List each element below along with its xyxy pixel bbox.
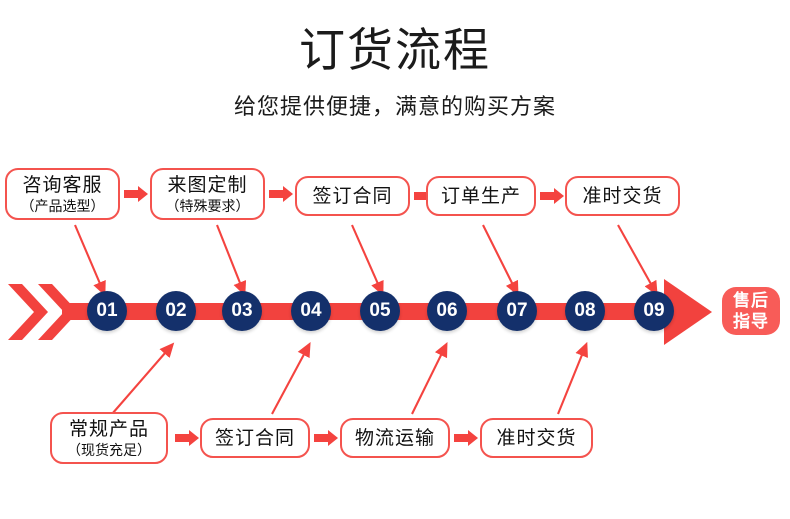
link-bot1-to-02 (111, 342, 175, 415)
step-circle-05-number: 05 (369, 300, 391, 321)
after-sales-label-line2: 指导 (733, 312, 769, 331)
bottom-box-4[interactable]: 准时交货 (480, 418, 593, 458)
after-sales-label-line1: 售后 (733, 291, 769, 310)
after-sales-label[interactable]: 售后 指导 (722, 287, 780, 335)
top-box-5-title: 准时交货 (582, 185, 663, 207)
bottom-box-1[interactable]: 常规产品 （现货充足） (50, 412, 168, 464)
top-box-4-title: 订单生产 (440, 185, 521, 207)
bottom-box-2[interactable]: 签订合同 (200, 418, 310, 458)
link-bot3-to-06 (411, 341, 448, 415)
step-circle-08-number: 08 (574, 300, 596, 321)
step-circle-02[interactable]: 02 (156, 291, 196, 331)
top-box-2-title: 来图定制 (167, 174, 248, 196)
step-circle-04-number: 04 (300, 300, 322, 321)
link-top4-to-07 (482, 224, 519, 297)
step-circle-01[interactable]: 01 (87, 291, 127, 331)
top-box-3[interactable]: 签订合同 (295, 176, 410, 216)
top-box-2[interactable]: 来图定制 （特殊要求） (150, 168, 265, 220)
link-top3-to-05 (351, 224, 384, 297)
step-circle-08[interactable]: 08 (565, 291, 605, 331)
top-connector-4-5 (540, 188, 564, 204)
step-circle-07[interactable]: 07 (497, 291, 537, 331)
link-top2-to-03 (216, 224, 247, 297)
bottom-box-1-title: 常规产品 (68, 418, 149, 440)
bottom-connector-3-4 (454, 430, 478, 446)
top-box-1[interactable]: 咨询客服 （产品选型） (5, 168, 120, 220)
step-circle-07-number: 07 (506, 300, 528, 321)
step-circle-03[interactable]: 03 (222, 291, 262, 331)
step-circle-03-number: 03 (231, 300, 253, 321)
step-circle-06-number: 06 (436, 300, 458, 321)
bottom-box-4-title: 准时交货 (496, 427, 577, 449)
link-top1-to-01 (74, 224, 106, 297)
link-top5-to-09 (617, 224, 658, 296)
bottom-connector-1-2 (175, 430, 199, 446)
top-connector-1-2 (124, 186, 148, 202)
top-box-3-title: 签订合同 (312, 185, 393, 207)
step-circle-04[interactable]: 04 (291, 291, 331, 331)
top-box-4[interactable]: 订单生产 (426, 176, 536, 216)
bottom-box-3-title: 物流运输 (354, 427, 435, 449)
page-subtitle: 给您提供便捷，满意的购买方案 (233, 94, 556, 119)
bottom-box-1-subtitle: （现货充足） (67, 441, 151, 458)
bottom-box-3[interactable]: 物流运输 (340, 418, 450, 458)
step-circle-09[interactable]: 09 (634, 291, 674, 331)
link-bot4-to-08 (557, 341, 588, 415)
top-box-1-subtitle: （产品选型） (20, 197, 105, 214)
step-circle-01-number: 01 (96, 300, 118, 321)
page-title: 订货流程 (299, 24, 491, 76)
step-circle-02-number: 02 (165, 300, 187, 321)
top-connector-2-3 (269, 186, 293, 202)
step-circle-09-number: 09 (643, 300, 665, 321)
top-box-1-title: 咨询客服 (22, 174, 103, 196)
bottom-connector-2-3 (314, 430, 338, 446)
link-bot2-to-04 (271, 342, 311, 415)
top-box-5[interactable]: 准时交货 (565, 176, 680, 216)
top-box-2-subtitle: （特殊要求） (165, 197, 250, 214)
step-circle-06[interactable]: 06 (427, 291, 467, 331)
step-circle-05[interactable]: 05 (360, 291, 400, 331)
bottom-box-2-title: 签订合同 (214, 427, 295, 449)
